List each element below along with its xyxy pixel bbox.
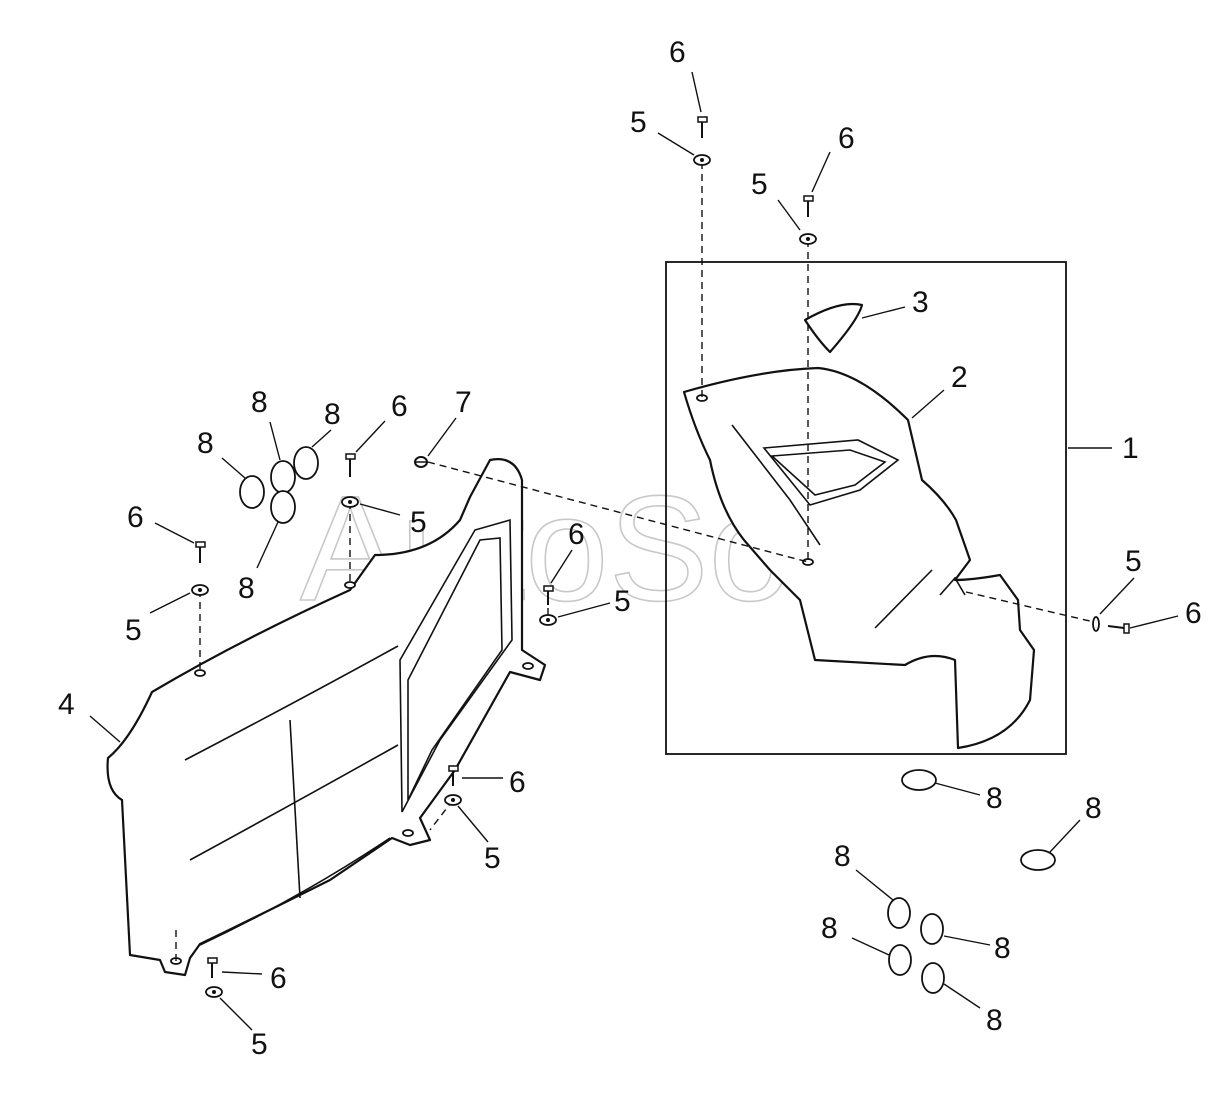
- callout-5: 5: [251, 1028, 268, 1061]
- callout-6: 6: [391, 390, 408, 423]
- callout-8: 8: [251, 386, 268, 419]
- part-2-fender: [682, 366, 1036, 750]
- callout-6: 6: [568, 518, 585, 551]
- callout-6: 6: [1185, 597, 1202, 630]
- callout-8: 8: [994, 932, 1011, 965]
- callout-7: 7: [455, 386, 472, 419]
- callout-8: 8: [834, 840, 851, 873]
- callout-5: 5: [484, 842, 501, 875]
- callout-5: 5: [1125, 545, 1142, 578]
- callout-5: 5: [614, 585, 631, 618]
- callout-8: 8: [324, 398, 341, 431]
- callout-8: 8: [986, 1004, 1003, 1037]
- callout-6: 6: [127, 501, 144, 534]
- callout-5: 5: [751, 168, 768, 201]
- callout-8: 8: [238, 572, 255, 605]
- callout-6: 6: [838, 122, 855, 155]
- align-line: [427, 461, 809, 563]
- callout-6: 6: [270, 962, 287, 995]
- part-4-side-panel: [106, 458, 547, 977]
- callout-5: 5: [410, 506, 427, 539]
- callout-6: 6: [509, 766, 526, 799]
- callout-8: 8: [821, 912, 838, 945]
- callout-3: 3: [912, 286, 929, 319]
- callout-8: 8: [197, 427, 214, 460]
- callout-1: 1: [1122, 432, 1139, 465]
- assembly-box: [665, 261, 1067, 755]
- align-line: [965, 591, 1095, 623]
- part-3-insert: [803, 302, 864, 354]
- callout-5: 5: [125, 614, 142, 647]
- leader-lines: [89, 71, 1179, 1031]
- callout-8: 8: [986, 782, 1003, 815]
- callout-5: 5: [630, 106, 647, 139]
- callout-8: 8: [1085, 792, 1102, 825]
- part-8-plugs: [239, 446, 1056, 994]
- fastener-set: [191, 116, 1130, 998]
- callout-2: 2: [951, 361, 968, 394]
- callout-6: 6: [669, 36, 686, 69]
- callout-4: 4: [58, 688, 75, 721]
